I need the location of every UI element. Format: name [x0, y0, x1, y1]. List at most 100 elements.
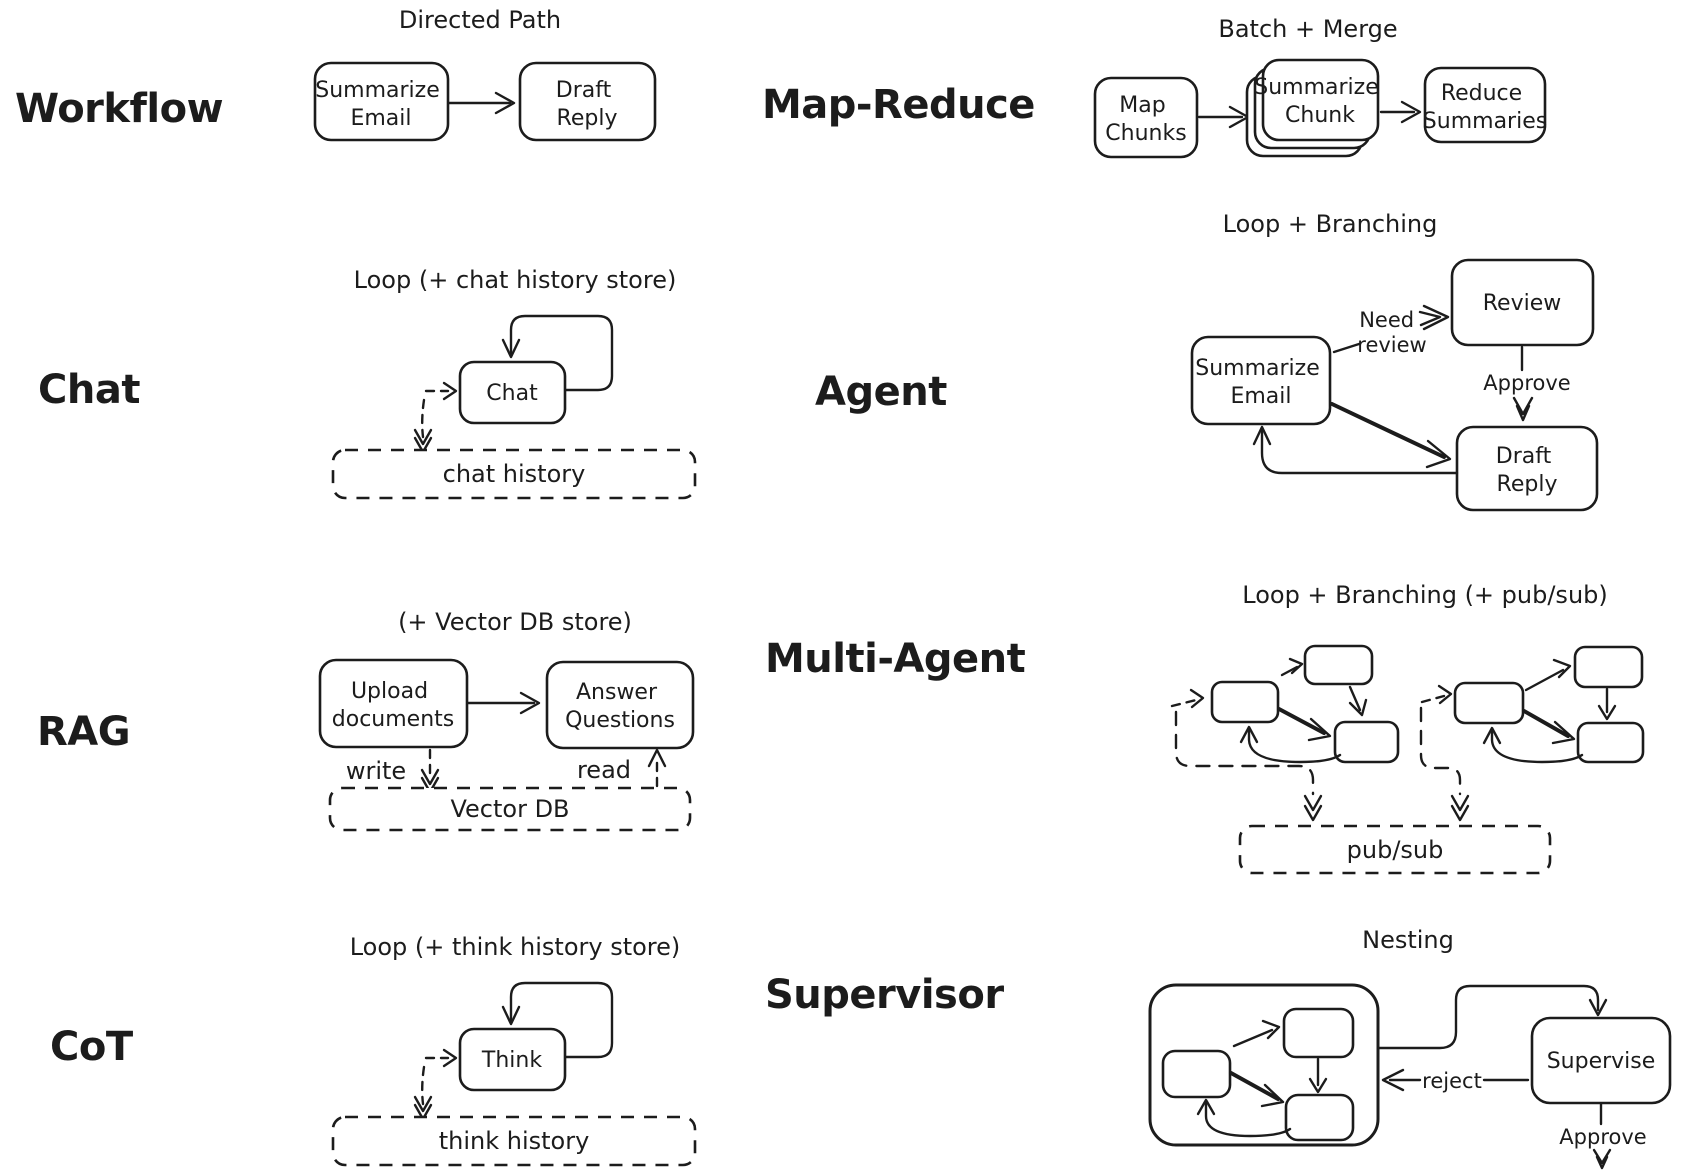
cot-history-text: think history — [439, 1127, 590, 1155]
workflow-node-summarize-email: Summarize Email — [313, 61, 450, 142]
rag-write-label: write — [346, 757, 406, 785]
supervisor-label: Supervisor — [765, 972, 1004, 1018]
cluster-right-arrowhead-ab — [1552, 658, 1572, 679]
cot-self-loop-arrowhead — [501, 1005, 521, 1026]
section-workflow: Workflow Directed Path Summarize Email D… — [15, 6, 657, 142]
svg-text:Upload documents: Upload documents — [332, 679, 454, 732]
cluster-right-edge-ac — [1522, 709, 1570, 738]
cluster-right-pubsub-arrowhead — [1450, 794, 1470, 822]
reduce-summaries-line1: Reduce — [1441, 81, 1522, 106]
map-reduce-node-reduce-summaries: Reduce Summaries — [1423, 66, 1547, 144]
cluster-right-entry-dashed — [1420, 694, 1446, 704]
rag-vector-db-text: Vector DB — [450, 795, 569, 823]
supervisor-inner-arrowhead-bc — [1308, 1077, 1328, 1094]
cluster-left-edge-ac — [1277, 707, 1326, 735]
cluster-left-node-c — [1333, 720, 1400, 764]
agent-summarize-line2: Email — [1230, 384, 1291, 409]
cot-self-loop — [509, 981, 614, 1059]
agent-need-label-line1: Need — [1359, 308, 1414, 332]
svg-text:Reduce Summaries: Reduce Summaries — [1423, 81, 1547, 134]
agent-draft-line1: Draft — [1496, 444, 1552, 469]
agent-node-draft-reply: Draft Reply — [1455, 425, 1599, 512]
map-reduce-label: Map-Reduce — [762, 82, 1035, 128]
workflow-node-draft-reply-line2: Reply — [557, 106, 618, 131]
section-multi-agent: Multi-Agent Loop + Branching (+ pub/sub) — [765, 581, 1645, 875]
cot-node-text: Think — [481, 1048, 542, 1073]
cluster-right-entry-arrowhead — [1437, 684, 1453, 705]
svg-text:Draft Reply: Draft Reply — [556, 78, 618, 131]
cluster-right-loop-back — [1490, 729, 1584, 764]
multi-agent-cluster-right — [1419, 645, 1645, 822]
supervisor-node-supervise: Supervise — [1530, 1016, 1672, 1105]
svg-text:Answer Questions: Answer Questions — [565, 680, 675, 733]
map-chunks-line1: Map — [1119, 93, 1165, 118]
svg-text:Summarize Email: Summarize Email — [315, 78, 447, 131]
multi-agent-cluster-left — [1170, 644, 1400, 822]
cluster-left-loop-arrowhead — [1239, 725, 1259, 744]
cluster-left-pubsub-arrowhead — [1303, 794, 1323, 822]
rag-vector-db-store: Vector DB — [328, 786, 692, 832]
section-agent: Agent Loop + Branching Summarize Email R… — [815, 210, 1599, 512]
supervisor-inner-loop-arrowhead — [1196, 1098, 1216, 1116]
section-chat: Chat Loop (+ chat history store) Chat ch… — [38, 266, 697, 500]
agent-need-label-line2: review — [1357, 333, 1426, 357]
section-map-reduce: Map-Reduce Batch + Merge Map Chunks Summ… — [762, 15, 1547, 159]
supervisor-inner-edge-ab — [1232, 1028, 1274, 1048]
workflow-label: Workflow — [15, 86, 223, 132]
chat-label: Chat — [38, 367, 140, 413]
map-reduce-node-summarize-chunk: Summarize Chunk — [1245, 58, 1386, 158]
agent-summarize-to-draft-arrow — [1330, 402, 1446, 459]
supervisor-inner-node-bottom — [1284, 1093, 1355, 1142]
agent-summarize-line1: Summarize — [1195, 356, 1320, 381]
supervisor-inner-edge-ac — [1229, 1071, 1280, 1101]
chat-self-loop — [509, 314, 614, 392]
workflow-node-summarize-email-line1: Summarize — [315, 78, 440, 103]
agent-approve-arrowhead — [1512, 396, 1534, 422]
cot-history-store: think history — [331, 1115, 697, 1167]
chat-self-loop-arrowhead — [501, 338, 521, 359]
cluster-left-arrowhead-ac — [1307, 717, 1332, 742]
supervisor-inner-node-top — [1282, 1007, 1355, 1059]
cluster-left-edge-ab — [1280, 665, 1299, 677]
cluster-left-loop-back — [1247, 728, 1342, 764]
map-reduce-title: Batch + Merge — [1218, 15, 1397, 43]
supervisor-inner-arrowhead-ac — [1260, 1083, 1285, 1108]
rag-arrowhead — [519, 691, 541, 715]
chat-node: Chat — [458, 360, 567, 425]
supervisor-inner-arrowhead-ab — [1261, 1019, 1281, 1040]
cot-store-dashed-line — [421, 1065, 426, 1106]
supervisor-reject-label: reject — [1422, 1069, 1482, 1093]
map-reduce-arrowhead-2 — [1400, 100, 1422, 124]
cluster-left-pubsub-dashed — [1174, 710, 1315, 796]
cluster-right-node-c — [1576, 721, 1645, 764]
agent-need-review-label: Need review — [1357, 308, 1426, 357]
agent-review-text: Review — [1483, 291, 1562, 316]
agent-need-review-dash — [1332, 342, 1361, 354]
supervisor-connector-arrowhead — [1588, 998, 1608, 1017]
cluster-left-node-b — [1303, 644, 1374, 686]
summarize-chunk-line2: Chunk — [1285, 103, 1355, 128]
cluster-left-arrowhead-bc — [1348, 698, 1368, 717]
workflow-node-draft-reply-line1: Draft — [556, 78, 612, 103]
multi-agent-label: Multi-Agent — [765, 636, 1026, 682]
svg-text:Summarize Chunk: Summarize Chunk — [1254, 75, 1386, 128]
supervisor-reject-arrowhead — [1381, 1068, 1405, 1092]
chat-title: Loop (+ chat history store) — [354, 266, 677, 294]
supervisor-title: Nesting — [1362, 926, 1454, 954]
chat-store-dashed-line — [421, 398, 426, 439]
rag-read-label: read — [577, 756, 631, 784]
supervisor-approve-label: Approve — [1559, 1125, 1646, 1149]
multi-agent-pubsub-store: pub/sub — [1238, 824, 1552, 875]
rag-read-arrowhead — [647, 748, 667, 768]
cluster-left-edge-bc — [1348, 685, 1362, 712]
cluster-right-loop-arrowhead — [1482, 726, 1502, 745]
rag-node-upload-documents: Upload documents — [318, 658, 469, 749]
cluster-left-entry-arrowhead — [1189, 688, 1205, 709]
agent-node-summarize-email: Summarize Email — [1190, 335, 1332, 426]
chat-history-text: chat history — [443, 460, 586, 488]
agent-loop-back-arrowhead — [1252, 425, 1272, 446]
cluster-right-node-b — [1573, 645, 1644, 689]
cluster-right-edge-ab — [1524, 668, 1565, 692]
agent-loop-back — [1260, 428, 1459, 475]
rag-upload-line1: Upload — [351, 679, 428, 704]
